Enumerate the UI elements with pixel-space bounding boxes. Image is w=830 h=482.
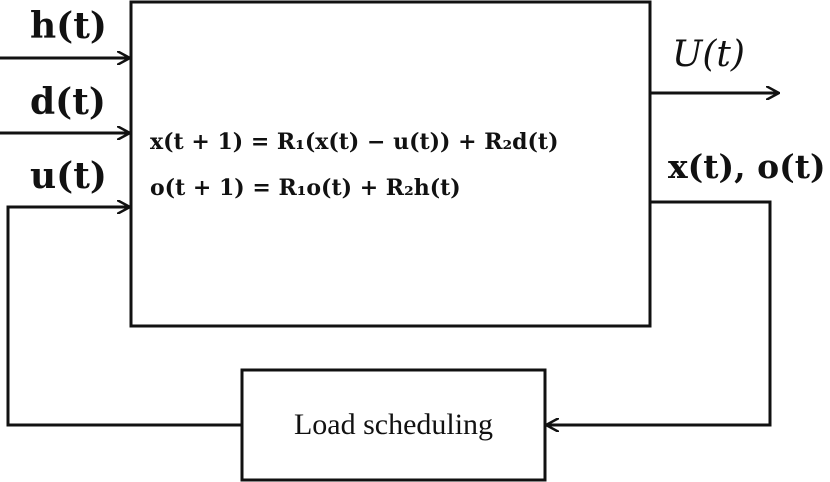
state-feedback-arrow <box>547 200 772 425</box>
load-scheduling-label: Load scheduling <box>293 408 494 441</box>
d-input-label: d(t) <box>30 81 106 123</box>
control-input-arrow <box>6 207 242 427</box>
state-equation: x(t + 1) = R₁(x(t) − u(t)) + R₂d(t) <box>150 129 559 155</box>
observation-equation: o(t + 1) = R₁o(t) + R₂h(t) <box>150 175 461 201</box>
state-output-label: x(t), o(t) <box>668 147 826 186</box>
utility-output-label: U(t) <box>672 34 745 75</box>
h-input-label: h(t) <box>30 5 107 47</box>
system-box <box>129 0 652 328</box>
u-input-label: u(t) <box>30 155 107 197</box>
